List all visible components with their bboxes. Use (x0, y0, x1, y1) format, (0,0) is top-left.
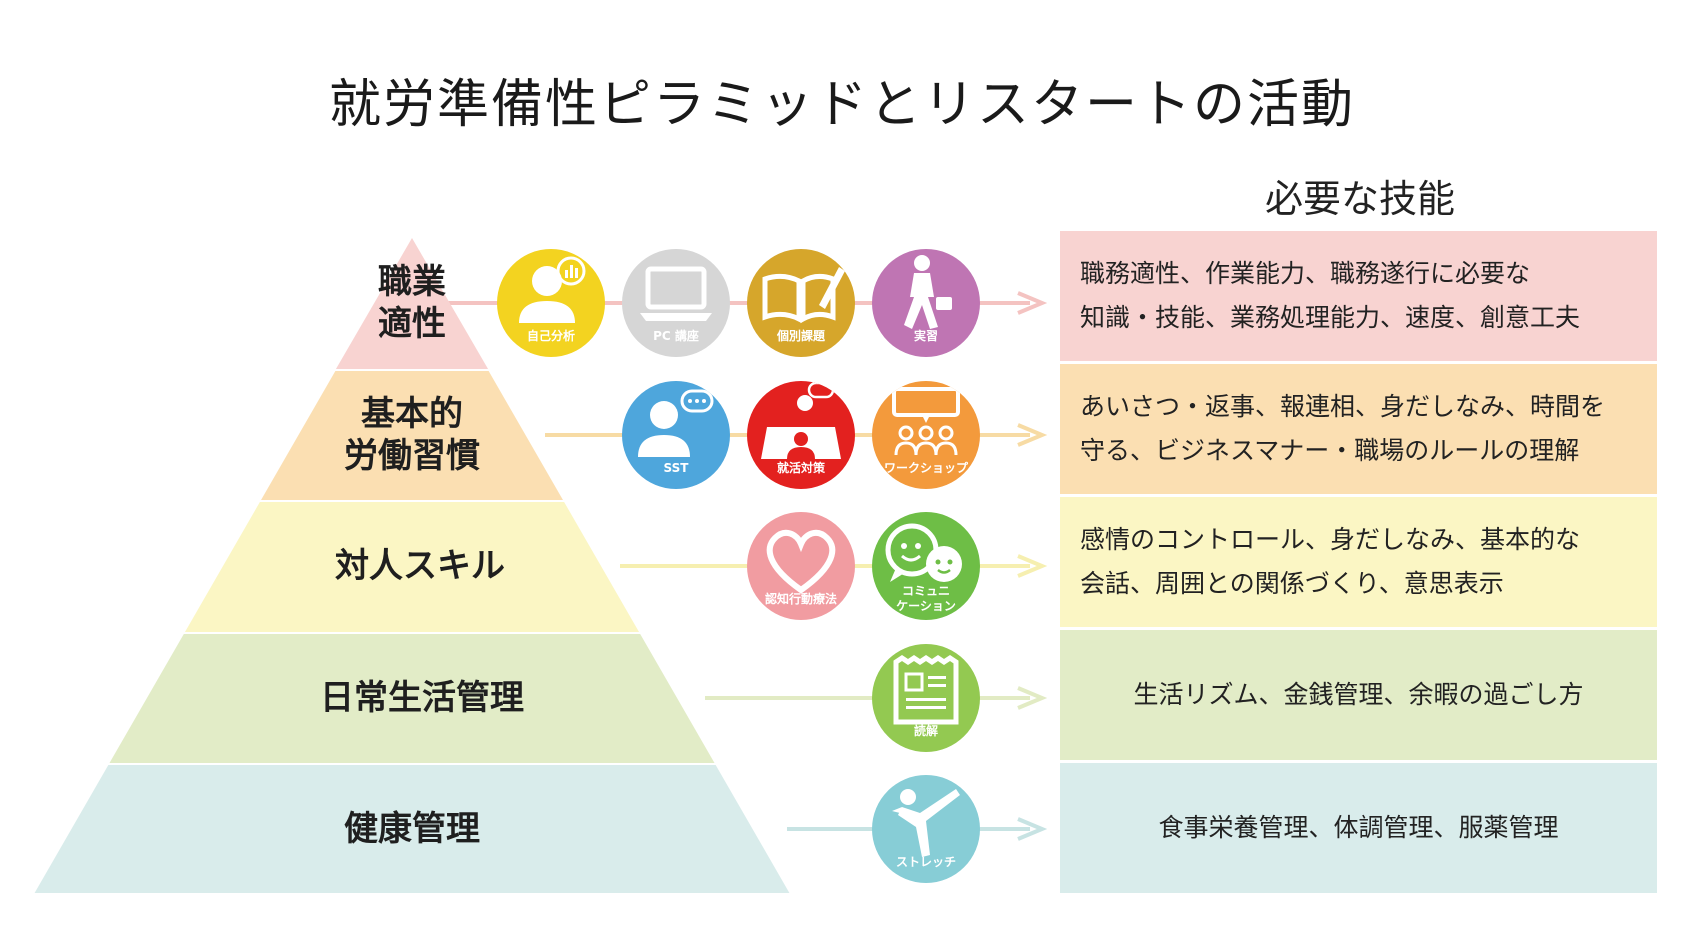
activity-newspaper: 読解 (872, 644, 980, 752)
skill-text-line: あいさつ・返事、報連相、身だしなみ、時間を (1080, 392, 1606, 422)
skill-text: 職務適性、作業能力、職務遂行に必要な知識・技能、業務処理能力、速度、創意工夫 (1080, 252, 1580, 340)
activity-label: ワークショップ (872, 461, 980, 476)
pyramid-label-line: 労働習慣 (344, 436, 480, 476)
activity-label-line: ケーション (896, 599, 956, 613)
person-speech-icon (638, 389, 714, 457)
pyramid-band-5 (34, 765, 790, 893)
activity-label: コミュニケーション (872, 584, 980, 614)
interview-desk-icon (761, 381, 841, 459)
activity-businessman-walking: 実習 (872, 249, 980, 357)
skill-box-3: 感情のコントロール、身だしなみ、基本的な会話、周囲との関係づくり、意思表示 (1060, 497, 1657, 627)
pyramid-label-1: 職業適性 (262, 261, 562, 346)
activity-label: 実習 (872, 329, 980, 344)
activity-label: 個別課題 (747, 329, 855, 344)
activity-label: SST (622, 461, 730, 476)
newspaper-icon (893, 654, 959, 725)
skill-text-line: 感情のコントロール、身だしなみ、基本的な (1080, 525, 1581, 555)
person-chart-icon (519, 256, 586, 323)
activity-label: ストレッチ (872, 855, 980, 870)
pyramid-label-3: 対人スキル (270, 545, 570, 588)
connector-arrowhead (1017, 423, 1048, 447)
activity-label: PC 講座 (622, 329, 730, 344)
book-pen-icon (762, 267, 845, 324)
activity-label: 読解 (872, 724, 980, 739)
activity-label-line: 認知行動療法 (764, 592, 837, 606)
activity-heart: 認知行動療法 (747, 512, 855, 620)
activity-label: 認知行動療法 (747, 592, 855, 607)
activity-book-pen: 個別課題 (747, 249, 855, 357)
activity-interview-desk: 就活対策 (747, 381, 855, 489)
skill-text: あいさつ・返事、報連相、身だしなみ、時間を守る、ビジネスマナー・職場のルールの理… (1080, 385, 1605, 473)
skill-text-line: 生活リズム、金銭管理、余暇の過ごし方 (1133, 680, 1584, 710)
skill-box-2: あいさつ・返事、報連相、身だしなみ、時間を守る、ビジネスマナー・職場のルールの理… (1060, 364, 1657, 494)
activity-label-line: ワークショップ (883, 461, 968, 475)
connector-arrowhead (1017, 291, 1048, 315)
skill-text-line: 守る、ビジネスマナー・職場のルールの理解 (1080, 436, 1580, 465)
pyramid-label-line: 適性 (378, 304, 446, 344)
page-title: 就労準備性ピラミッドとリスタートの活動 (328, 75, 1355, 135)
pyramid-band-3 (184, 502, 640, 632)
activity-label-line: 自己分析 (526, 329, 575, 343)
activity-label: 自己分析 (497, 329, 605, 344)
pyramid-label-line: 基本的 (361, 393, 463, 434)
pyramid-label-line: 健康管理 (344, 808, 480, 849)
stretch-pose-icon (892, 789, 960, 857)
skill-text-line: 会話、周囲との関係づくり、意思表示 (1080, 569, 1504, 598)
skill-text-line: 職務適性、作業能力、職務遂行に必要な (1080, 259, 1531, 289)
businessman-walking-icon (904, 255, 952, 329)
skill-text: 食事栄養管理、体調管理、服薬管理 (1158, 806, 1558, 850)
activity-chat-faces: コミュニケーション (872, 512, 980, 620)
skills-heading: 必要な技能 (1264, 177, 1455, 221)
chat-faces-icon (885, 523, 962, 582)
pyramid-label-4: 日常生活管理 (272, 677, 572, 720)
pyramid-label-line: 日常生活管理 (320, 677, 524, 718)
activity-laptop: PC 講座 (622, 249, 730, 357)
pyramid-band-2 (261, 371, 563, 500)
pyramid-band-1 (335, 238, 489, 369)
activity-stretch-pose: ストレッチ (872, 775, 980, 883)
activity-label-line: 個別課題 (776, 329, 825, 343)
activity-person-chart: 自己分析 (497, 249, 605, 357)
activity-label-line: SST (663, 461, 689, 475)
activity-label-line: コミュニ (901, 584, 950, 598)
skill-text: 感情のコントロール、身だしなみ、基本的な会話、周囲との関係づくり、意思表示 (1080, 518, 1580, 606)
skill-box-4: 生活リズム、金銭管理、余暇の過ごし方 (1060, 630, 1657, 760)
activity-label-line: 就活対策 (776, 461, 825, 475)
activity-label: 就活対策 (747, 461, 855, 476)
connector-arrowhead (1017, 817, 1048, 841)
activity-label-line: ストレッチ (895, 855, 956, 869)
activity-person-speech: SST (622, 381, 730, 489)
activity-group-board: ワークショップ (872, 381, 980, 489)
pyramid-band-4 (109, 634, 715, 763)
pyramid-label-line: 対人スキル (335, 545, 505, 586)
activity-label-line: PC 講座 (653, 329, 699, 343)
pyramid-label-line: 職業 (378, 261, 446, 302)
laptop-icon (640, 266, 712, 321)
group-board-icon (892, 387, 960, 456)
connector-arrowhead (1017, 686, 1048, 710)
heart-icon (766, 529, 836, 594)
skill-box-1: 職務適性、作業能力、職務遂行に必要な知識・技能、業務処理能力、速度、創意工夫 (1060, 231, 1657, 361)
skill-text: 生活リズム、金銭管理、余暇の過ごし方 (1133, 673, 1583, 717)
activity-label-line: 実習 (913, 329, 938, 343)
pyramid-label-5: 健康管理 (262, 808, 562, 851)
skill-box-5: 食事栄養管理、体調管理、服薬管理 (1060, 763, 1657, 893)
skill-text-line: 食事栄養管理、体調管理、服薬管理 (1158, 813, 1559, 843)
connector-arrowhead (1017, 554, 1048, 578)
skill-text-line: 知識・技能、業務処理能力、速度、創意工夫 (1080, 303, 1581, 332)
pyramid-label-2: 基本的労働習慣 (262, 393, 562, 478)
activity-label-line: 読解 (913, 724, 938, 738)
